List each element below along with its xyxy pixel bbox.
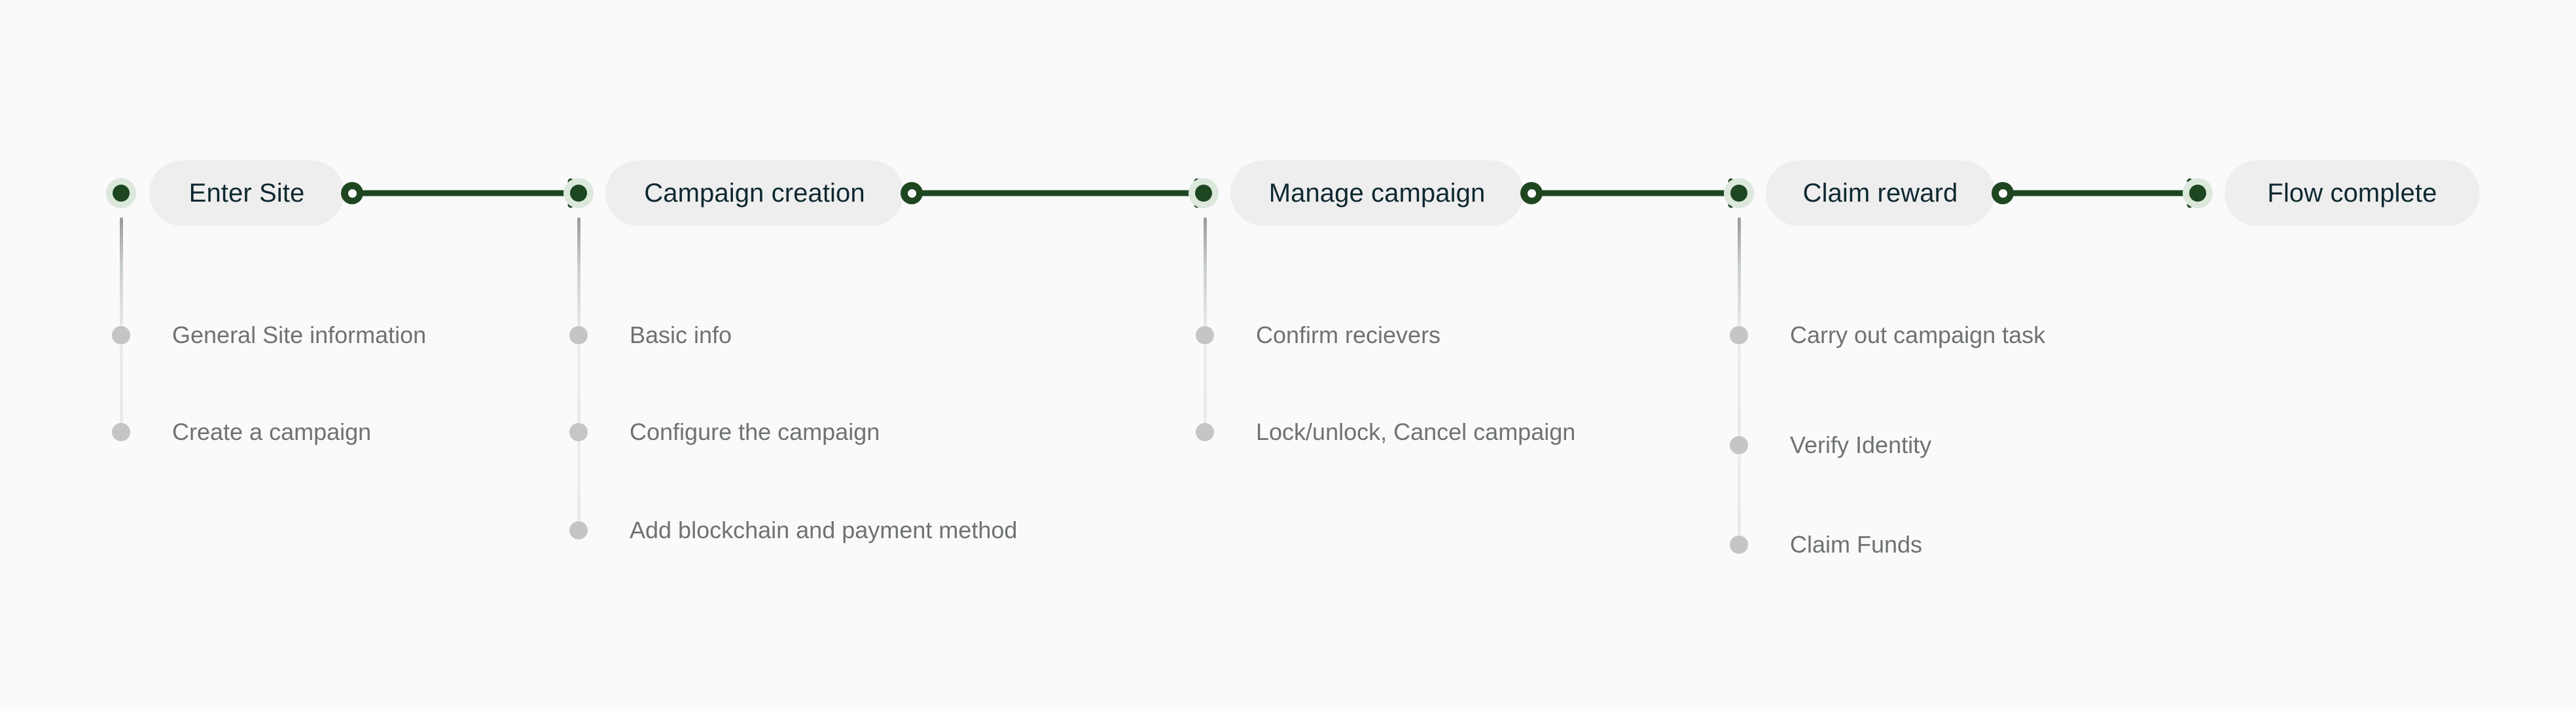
- sub-item-bullet-icon: [569, 521, 588, 539]
- sub-item-label: Verify Identity: [1790, 431, 1932, 458]
- sub-item-label: Lock/unlock, Cancel campaign: [1256, 418, 1576, 445]
- flow-node-manage-campaign[interactable]: Manage campaign: [1230, 160, 1524, 226]
- flow-node-label: Manage campaign: [1268, 178, 1486, 208]
- flow-edge[interactable]: [914, 190, 1205, 196]
- node-target-handle[interactable]: [1724, 178, 1754, 208]
- sub-item-bullet-icon: [1196, 326, 1214, 344]
- node-target-handle[interactable]: [2183, 178, 2213, 208]
- flow-node-claim-reward[interactable]: Claim reward: [1766, 160, 1995, 226]
- sub-item-bullet-icon: [569, 326, 588, 344]
- sub-item-bullet-icon: [569, 423, 588, 441]
- sub-connector-line: [577, 441, 581, 521]
- sub-connector-line: [1737, 454, 1741, 536]
- node-source-handle[interactable]: [901, 182, 923, 204]
- flow-edge[interactable]: [1533, 190, 1739, 196]
- node-source-handle[interactable]: [1520, 182, 1543, 204]
- flow-node-label: Enter Site: [188, 178, 305, 208]
- sub-connector-line: [1737, 217, 1741, 326]
- flow-node-enter-site[interactable]: Enter Site: [149, 160, 344, 226]
- flow-node-flow-complete[interactable]: Flow complete: [2225, 160, 2480, 226]
- sub-item-bullet-icon: [112, 326, 130, 344]
- flow-edge[interactable]: [2005, 190, 2198, 196]
- flow-node-label: Claim reward: [1802, 178, 1958, 208]
- node-target-handle[interactable]: [1189, 178, 1219, 208]
- sub-item-bullet-icon: [1730, 326, 1748, 344]
- sub-connector-line: [577, 217, 581, 326]
- sub-item-label: Create a campaign: [172, 418, 372, 445]
- flow-edge[interactable]: [334, 190, 579, 196]
- sub-connector-line: [577, 344, 581, 423]
- flow-node-label: Flow complete: [2267, 178, 2437, 208]
- sub-connector-line: [1203, 217, 1207, 326]
- sub-item-label: Claim Funds: [1790, 531, 1923, 558]
- sub-item-bullet-icon: [1196, 423, 1214, 441]
- sub-connector-line: [1203, 344, 1207, 423]
- sub-item-bullet-icon: [1730, 436, 1748, 454]
- flow-node-campaign-creation[interactable]: Campaign creation: [605, 160, 904, 226]
- flow-node-label: Campaign creation: [644, 178, 865, 208]
- node-source-handle[interactable]: [341, 182, 363, 204]
- sub-item-bullet-icon: [1730, 536, 1748, 554]
- flow-start-handle[interactable]: [106, 178, 136, 208]
- node-target-handle[interactable]: [564, 178, 594, 208]
- sub-item-label: Carry out campaign task: [1790, 321, 2046, 348]
- sub-item-label: Configure the campaign: [630, 418, 880, 445]
- sub-item-bullet-icon: [112, 423, 130, 441]
- sub-item-label: General Site information: [172, 321, 427, 348]
- sub-item-label: Basic info: [630, 321, 732, 348]
- sub-connector-line: [1737, 344, 1741, 436]
- sub-item-label: Confirm recievers: [1256, 321, 1441, 348]
- sub-connector-line: [119, 344, 123, 423]
- node-source-handle[interactable]: [1992, 182, 2014, 204]
- sub-connector-line: [119, 217, 123, 326]
- sub-item-label: Add blockchain and payment method: [630, 517, 1018, 543]
